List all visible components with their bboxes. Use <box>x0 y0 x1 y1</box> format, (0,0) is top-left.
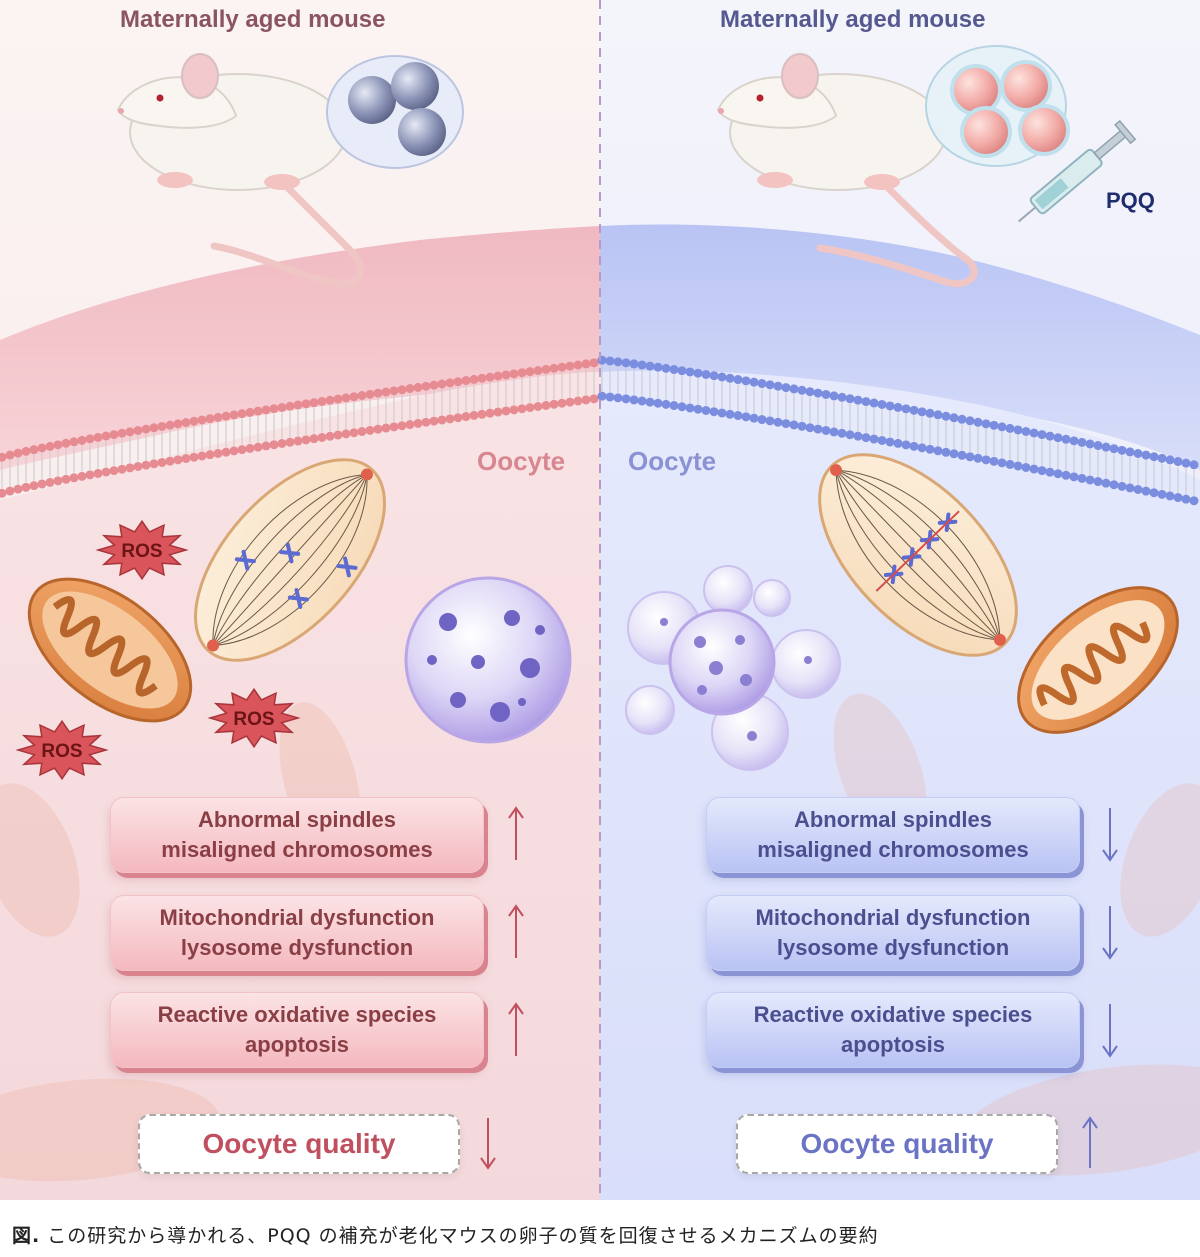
left-extracellular-band <box>0 226 600 470</box>
pqq-label: PQQ <box>1106 188 1155 213</box>
ros-marker: ROS <box>15 719 109 781</box>
left-effect-box-spindles: Abnormal spindles misaligned chromosomes <box>110 797 484 873</box>
box-line-1: Abnormal spindles <box>793 807 993 832</box>
ros-label: ROS <box>233 709 274 730</box>
box-line-1: Reactive oxidative species <box>753 1002 1033 1027</box>
right-quality-up-arrow <box>1082 1116 1098 1168</box>
right-mitochondrion <box>1017 586 1179 734</box>
left-mouse <box>116 53 364 288</box>
right-trend-down-arrow <box>1102 808 1118 862</box>
left-egg-bubble <box>326 55 464 169</box>
left-trend-up-arrow <box>508 806 524 860</box>
ros-label: ROS <box>121 541 162 562</box>
left-membrane <box>0 358 599 498</box>
left-effect-box-organelles: Mitochondrial dysfunction lysosome dysfu… <box>110 895 484 971</box>
right-lysosome-cluster <box>625 565 841 771</box>
diagram-canvas: ROS ROS ROS <box>0 0 1200 1200</box>
box-line-2: apoptosis <box>841 1032 945 1057</box>
figure-caption: 図. この研究から導かれる、PQQ の補充が老化マウスの卵子の質を回復させるメカ… <box>12 1221 879 1248</box>
box-line-1: Abnormal spindles <box>197 807 397 832</box>
left-quality-down-arrow <box>480 1118 496 1170</box>
box-line-1: Mitochondrial dysfunction <box>755 905 1031 930</box>
box-line-2: lysosome dysfunction <box>180 935 414 960</box>
box-line-1: Reactive oxidative species <box>157 1002 437 1027</box>
right-panel-title: Maternally aged mouse <box>720 6 986 33</box>
right-membrane <box>597 355 1199 506</box>
right-effect-box-spindles: Abnormal spindles misaligned chromosomes <box>706 797 1080 873</box>
left-trend-up-arrow <box>508 904 524 958</box>
right-spindle-normal <box>818 453 1018 657</box>
right-extracellular-band <box>600 224 1200 470</box>
left-oocyte-label: Oocyte <box>477 446 566 476</box>
box-line-2: apoptosis <box>245 1032 349 1057</box>
caption-prefix: 図. <box>12 1225 41 1247</box>
trend-arrows <box>480 806 1118 1170</box>
ros-markers: ROS ROS ROS <box>15 519 301 781</box>
right-mouse <box>716 53 978 288</box>
left-oocyte-quality: Oocyte quality <box>138 1114 460 1174</box>
pqq-syringe <box>1018 119 1137 223</box>
box-line-2: misaligned chromosomes <box>161 837 433 862</box>
left-trend-up-arrow <box>508 1002 524 1056</box>
right-trend-down-arrow <box>1102 906 1118 960</box>
left-lysosome <box>404 576 572 744</box>
right-oocyte-quality: Oocyte quality <box>736 1114 1058 1174</box>
ros-marker: ROS <box>95 519 189 581</box>
right-oocyte-label: Oocyte <box>628 446 717 476</box>
right-trend-down-arrow <box>1102 1004 1118 1058</box>
left-effect-box-ros: Reactive oxidative species apoptosis <box>110 992 484 1068</box>
right-effect-box-ros: Reactive oxidative species apoptosis <box>706 992 1080 1068</box>
box-line-2: misaligned chromosomes <box>757 837 1029 862</box>
box-line-2: lysosome dysfunction <box>776 935 1010 960</box>
ros-marker: ROS <box>207 687 301 749</box>
ros-label: ROS <box>41 741 82 762</box>
right-egg-bubble <box>925 45 1070 167</box>
left-mitochondrion <box>27 577 193 723</box>
caption-text: この研究から導かれる、PQQ の補充が老化マウスの卵子の質を回復させるメカニズム… <box>47 1225 879 1247</box>
left-panel-title: Maternally aged mouse <box>120 6 386 33</box>
left-spindle-abnormal <box>194 458 386 662</box>
box-line-1: Mitochondrial dysfunction <box>159 905 435 930</box>
right-effect-box-organelles: Mitochondrial dysfunction lysosome dysfu… <box>706 895 1080 971</box>
